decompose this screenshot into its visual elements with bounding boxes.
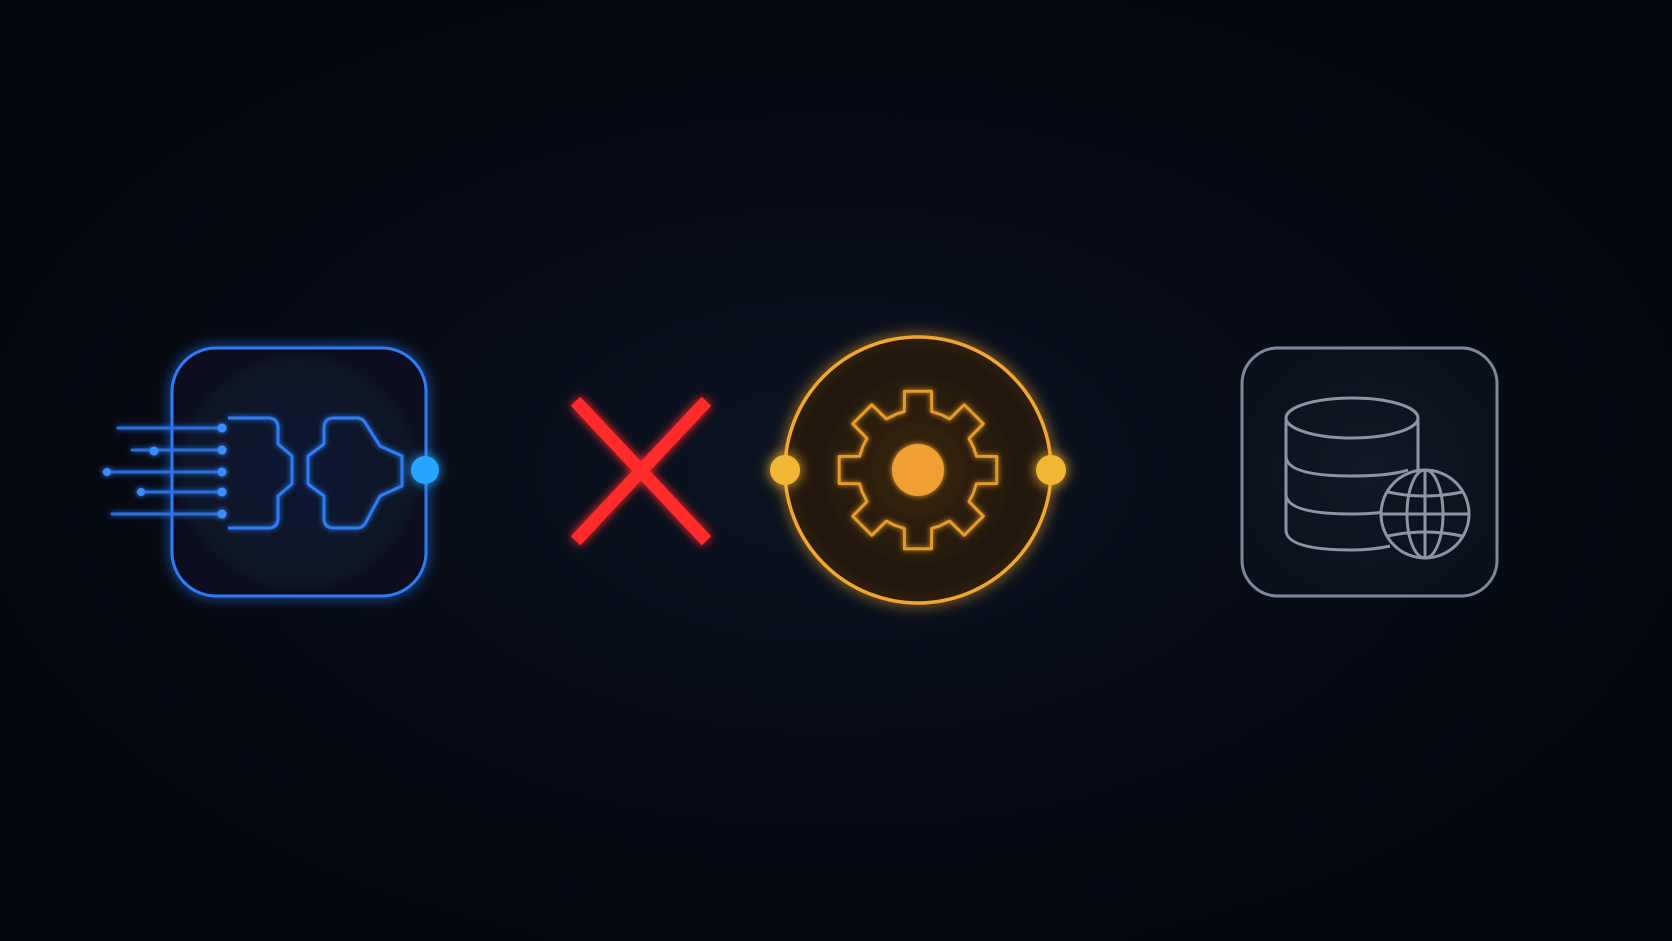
connector-plug-icon: [228, 416, 404, 530]
data-stream-lines: [102, 423, 227, 519]
red-x-icon: [570, 396, 712, 546]
source-node[interactable]: [102, 346, 439, 598]
processor-output-port[interactable]: [1036, 455, 1066, 485]
processor-node[interactable]: [770, 335, 1066, 605]
destination-node[interactable]: [1240, 346, 1499, 598]
gear-icon: [837, 389, 999, 551]
database-globe-icon: [1284, 396, 1471, 560]
source-output-port[interactable]: [411, 456, 439, 484]
processor-input-port[interactable]: [770, 455, 800, 485]
